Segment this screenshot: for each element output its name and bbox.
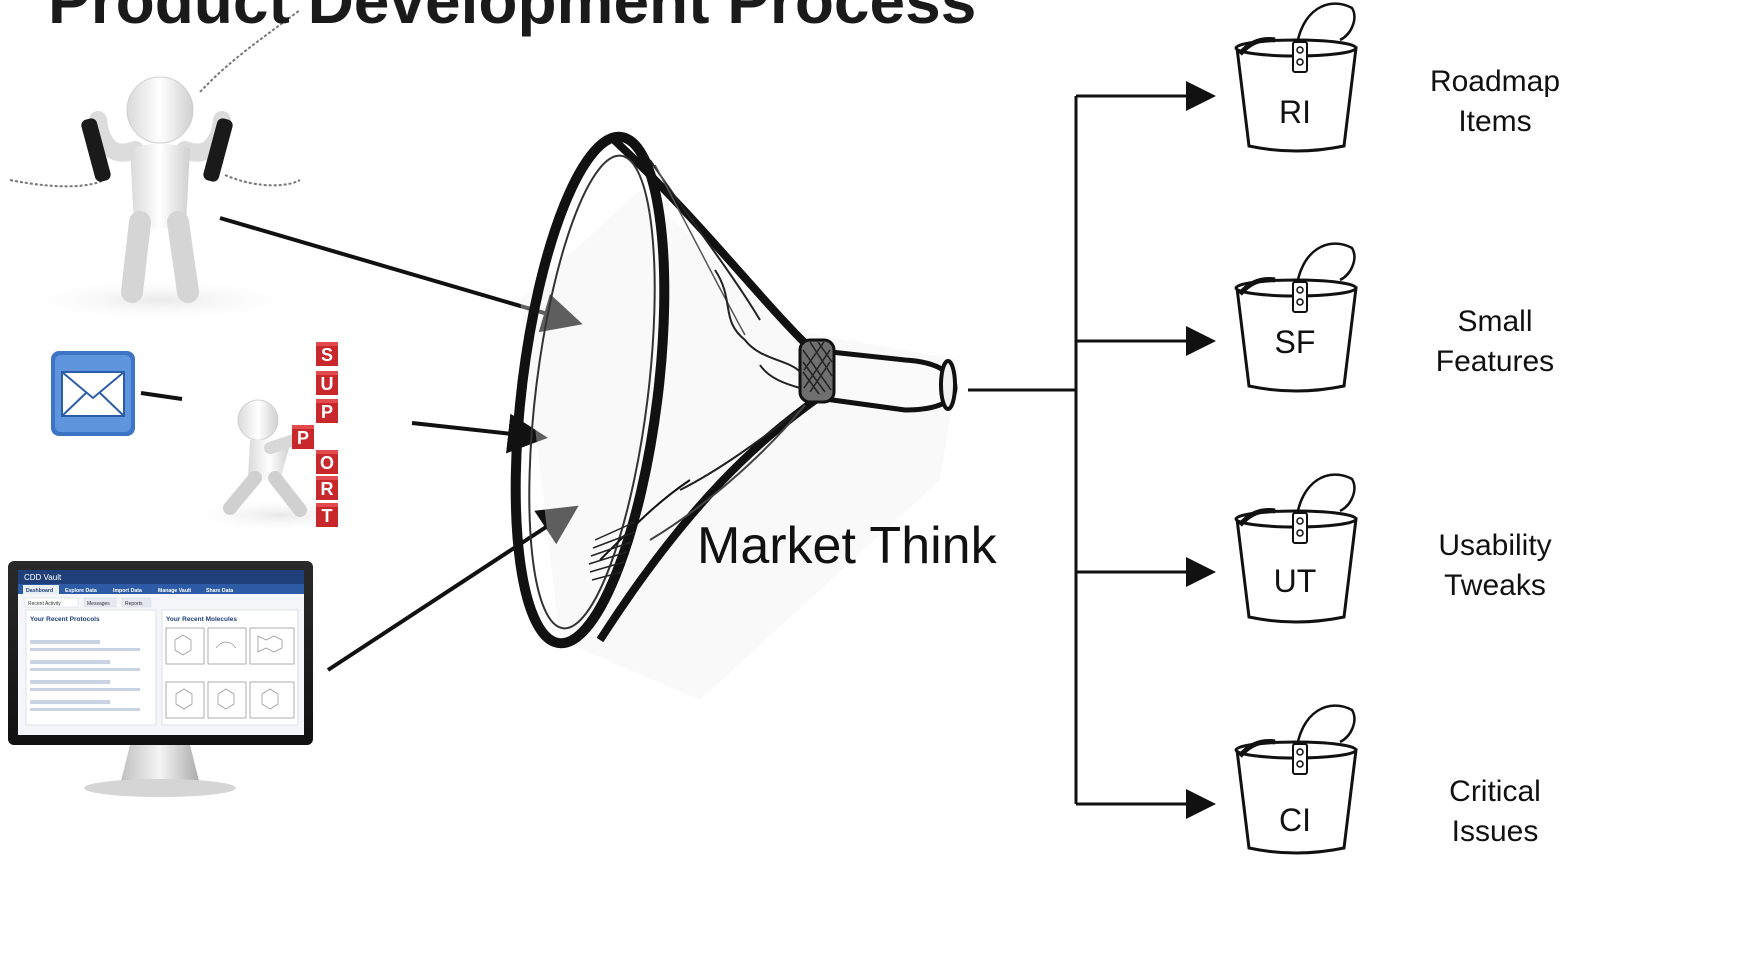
- support-letter-block: P: [316, 399, 338, 423]
- support-letter: O: [320, 453, 334, 473]
- support-letter: S: [321, 345, 333, 365]
- funnel-illustration: [510, 131, 960, 700]
- support-letter-block: T: [316, 503, 338, 527]
- email-connector-line: [140, 391, 183, 401]
- bucket-icon: [1234, 473, 1358, 624]
- computer-monitor-illustration: CDD Vault Dashboard Explore Data Import Da…: [8, 561, 313, 797]
- support-letter: U: [321, 374, 334, 394]
- bucket-name-small-features: Small Features: [1400, 302, 1590, 382]
- bucket-abbr-ut: UT: [1273, 563, 1317, 599]
- monitor-tabs: Recent Activity Messages Reports: [24, 597, 152, 608]
- monitor-nav-item: Share Data: [206, 588, 233, 594]
- bucket-name-critical-issues: Critical Issues: [1400, 772, 1590, 852]
- monitor-right-panel-title: Your Recent Molecules: [166, 616, 237, 623]
- monitor-nav-item: Explore Data: [65, 588, 97, 594]
- monitor-left-panel-title: Your Recent Protocols: [30, 616, 100, 623]
- phone-person-illustration: [9, 9, 310, 322]
- monitor-tab: Messages: [87, 601, 110, 607]
- bucket-name-line1: Usability: [1438, 529, 1552, 562]
- support-letter-block: R: [316, 476, 338, 500]
- arrow-monitor-to-funnel: [326, 505, 579, 672]
- bucket-name-line2: Tweaks: [1444, 569, 1546, 602]
- support-letter: R: [321, 479, 334, 499]
- support-letter: P: [321, 402, 333, 422]
- bucket-abbr-ri: RI: [1279, 94, 1311, 130]
- monitor-nav-item: Manage Vault: [158, 588, 191, 594]
- bucket-name-line1: Critical: [1449, 775, 1541, 808]
- monitor-app-name: CDD Vault: [24, 573, 62, 582]
- arrow-phone-to-funnel: [219, 216, 583, 333]
- monitor-nav-item: Dashboard: [26, 588, 53, 594]
- bucket-name-line2: Items: [1458, 105, 1532, 138]
- bucket-name-roadmap-items: Roadmap Items: [1400, 62, 1590, 142]
- bucket-name-line2: Features: [1435, 345, 1555, 378]
- bucket-group: [1234, 2, 1358, 855]
- monitor-nav: Dashboard Explore Data Import Data Manage V…: [23, 585, 233, 594]
- monitor-tab: Recent Activity: [28, 601, 61, 607]
- monitor-nav-item: Import Data: [113, 588, 142, 594]
- output-connectors: [968, 96, 1078, 804]
- support-letter-block: P: [292, 425, 314, 449]
- bucket-abbr-sf: SF: [1274, 324, 1316, 360]
- email-icon: [51, 351, 135, 436]
- support-letter: T: [322, 506, 333, 526]
- support-letter-block: U: [316, 371, 338, 395]
- funnel-label: Market Think: [697, 517, 997, 575]
- support-person-illustration: [180, 399, 380, 533]
- bucket-name-line2: Issues: [1451, 815, 1539, 848]
- bucket-icon: [1234, 2, 1358, 153]
- bucket-abbr-ci: CI: [1279, 802, 1311, 838]
- bucket-icon: [1234, 242, 1358, 393]
- bucket-icon: [1234, 704, 1358, 855]
- bucket-name-usability-tweaks: Usability Tweaks: [1400, 526, 1590, 606]
- bucket-name-line1: Small: [1457, 305, 1533, 338]
- page-title: Product Development Process: [48, 0, 977, 37]
- support-letter: P: [297, 428, 309, 448]
- bucket-name-line1: Roadmap: [1429, 65, 1561, 98]
- support-letter-block: S: [316, 342, 338, 366]
- support-letter-block: O: [316, 450, 338, 474]
- bucket-arrows: [1076, 81, 1216, 819]
- monitor-tab: Reports: [125, 601, 143, 607]
